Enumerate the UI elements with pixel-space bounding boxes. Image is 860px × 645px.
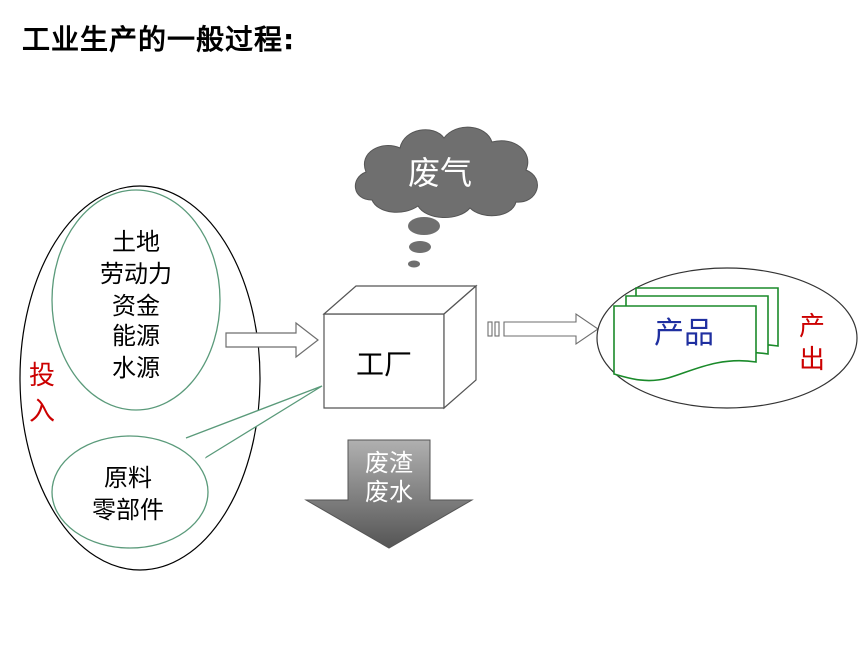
factory-label: 工厂 — [356, 348, 412, 381]
input-label-char-2: 入 — [29, 397, 55, 427]
cloud-icon — [355, 126, 538, 219]
waste-residue-label: 废渣 — [365, 449, 413, 477]
arrow-right-icon — [225, 321, 319, 359]
output-label-char-2: 出 — [799, 345, 825, 375]
cloud-bubble — [408, 260, 420, 268]
input-outer-ellipse — [19, 185, 261, 571]
materials-callout — [185, 385, 323, 459]
cloud-bubble — [409, 241, 431, 253]
output-ellipse — [596, 267, 858, 409]
output-arrow-icon — [487, 312, 599, 346]
product-label: 产品 — [654, 316, 714, 351]
resource-item: 资金 — [112, 292, 160, 320]
product-documents-icon — [613, 287, 779, 382]
resource-item: 劳动力 — [100, 260, 172, 288]
factory-cube-icon — [322, 284, 478, 410]
resource-item: 土地 — [112, 228, 160, 256]
page-title: 工业生产的一般过程: — [22, 23, 296, 56]
waste-gas-label: 废气 — [408, 154, 472, 192]
output-label-char-1: 产 — [799, 312, 825, 342]
input-label-char-1: 投 — [29, 361, 55, 391]
arrow-down-icon — [304, 439, 474, 549]
material-item: 原料 — [104, 464, 152, 492]
resources-ellipse — [51, 189, 221, 411]
resource-item: 水源 — [112, 354, 160, 382]
waste-water-label: 废水 — [365, 478, 413, 506]
materials-ellipse — [51, 435, 209, 549]
resource-item: 能源 — [112, 322, 160, 350]
cloud-bubble — [408, 217, 440, 235]
material-item: 零部件 — [92, 496, 164, 524]
